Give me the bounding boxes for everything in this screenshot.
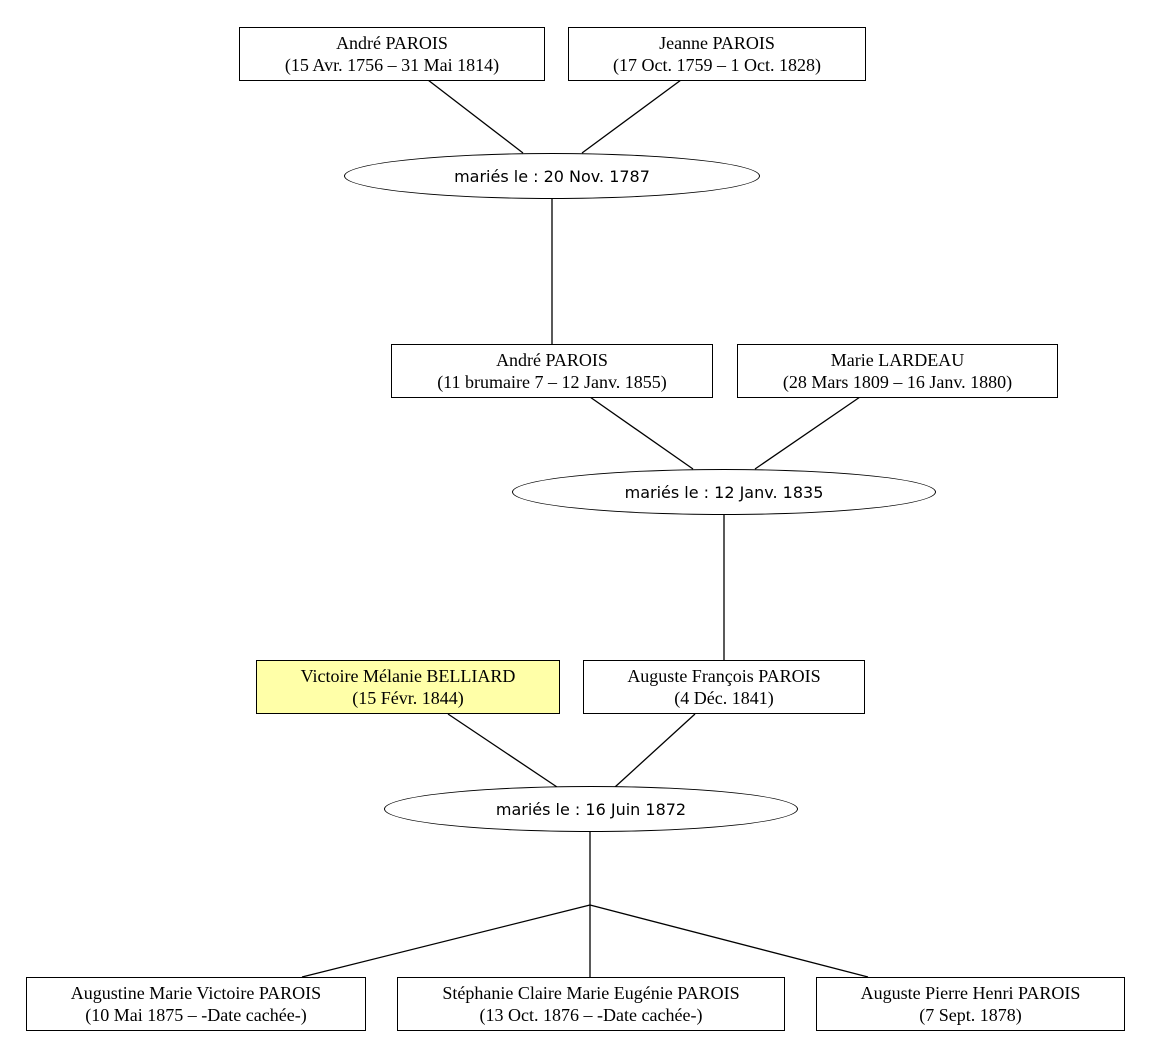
person-dates: (7 Sept. 1878): [919, 1005, 1022, 1025]
connector-junction-to-auguste-pierre: [589, 904, 869, 978]
connector-andre1756-to-marriage1787: [427, 79, 524, 154]
person-victoire-melanie-belliard[interactable]: Victoire Mélanie BELLIARD (15 Févr. 1844…: [256, 660, 560, 714]
person-dates: (15 Avr. 1756 – 31 Mai 1814): [284, 55, 500, 75]
person-name: Auguste Pierre Henri PAROIS: [860, 983, 1081, 1003]
person-name: André PAROIS: [496, 350, 608, 370]
person-dates: (11 brumaire 7 – 12 Janv. 1855): [437, 372, 667, 392]
person-marie-lardeau[interactable]: Marie LARDEAU (28 Mars 1809 – 16 Janv. 1…: [737, 344, 1058, 398]
person-dates: (15 Févr. 1844): [352, 688, 464, 708]
person-augustine-marie-victoire-parois[interactable]: Augustine Marie Victoire PAROIS (10 Mai …: [26, 977, 366, 1031]
person-stephanie-claire-marie-eugenie-parois[interactable]: Stéphanie Claire Marie Eugénie PAROIS (1…: [397, 977, 785, 1031]
marriage-label: mariés le : 20 Nov. 1787: [454, 166, 650, 186]
connector-junction-to-augustine: [301, 904, 591, 978]
person-name: Auguste François PAROIS: [627, 666, 821, 686]
marriage-node-1787[interactable]: mariés le : 20 Nov. 1787: [344, 153, 760, 199]
person-dates: (17 Oct. 1759 – 1 Oct. 1828): [613, 55, 821, 75]
person-name: Victoire Mélanie BELLIARD: [300, 666, 516, 686]
marriage-node-1835[interactable]: mariés le : 12 Janv. 1835: [512, 469, 936, 515]
person-jeanne-parois-1759[interactable]: Jeanne PAROIS (17 Oct. 1759 – 1 Oct. 182…: [568, 27, 866, 81]
person-name: Marie LARDEAU: [830, 350, 965, 370]
person-name: Augustine Marie Victoire PAROIS: [70, 983, 322, 1003]
person-name: Jeanne PAROIS: [659, 33, 775, 53]
person-dates: (13 Oct. 1876 – -Date cachée-): [479, 1005, 703, 1025]
connector-jeanne1759-to-marriage1787: [581, 79, 682, 154]
person-andre-parois-1756[interactable]: André PAROIS (15 Avr. 1756 – 31 Mai 1814…: [239, 27, 545, 81]
connector-auguste-francois-to-marriage1872: [614, 713, 696, 788]
connector-andre-b7-to-marriage1835: [589, 396, 694, 470]
person-name: André PAROIS: [336, 33, 448, 53]
person-name: Stéphanie Claire Marie Eugénie PAROIS: [442, 983, 740, 1003]
person-dates: (10 Mai 1875 – -Date cachée-): [85, 1005, 307, 1025]
person-dates: (4 Déc. 1841): [674, 688, 774, 708]
person-dates: (28 Mars 1809 – 16 Janv. 1880): [782, 372, 1013, 392]
connector-marie-lardeau-to-marriage1835: [754, 396, 861, 470]
marriage-node-1872[interactable]: mariés le : 16 Juin 1872: [384, 786, 798, 832]
marriage-label: mariés le : 12 Janv. 1835: [624, 482, 824, 502]
person-auguste-pierre-henri-parois[interactable]: Auguste Pierre Henri PAROIS (7 Sept. 187…: [816, 977, 1125, 1031]
person-auguste-francois-parois[interactable]: Auguste François PAROIS (4 Déc. 1841): [583, 660, 865, 714]
person-andre-parois-brumaire7[interactable]: André PAROIS (11 brumaire 7 – 12 Janv. 1…: [391, 344, 713, 398]
connector-victoire-to-marriage1872: [447, 713, 558, 788]
marriage-label: mariés le : 16 Juin 1872: [495, 799, 687, 819]
